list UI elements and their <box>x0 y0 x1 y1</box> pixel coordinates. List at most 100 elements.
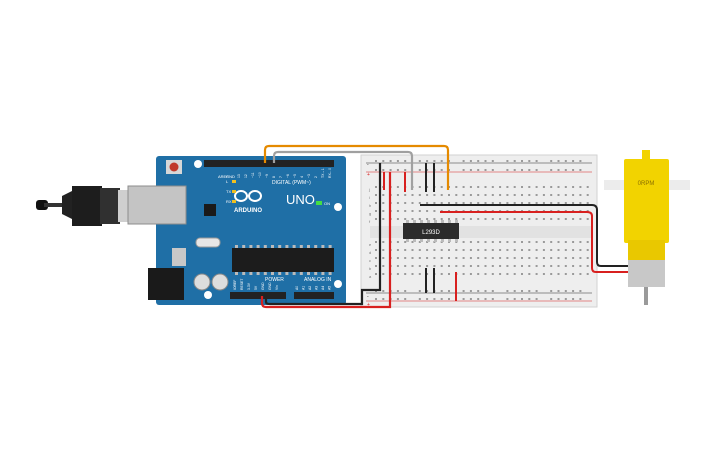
breadboard-hole[interactable] <box>418 257 421 259</box>
breadboard-hole[interactable] <box>469 241 472 243</box>
breadboard-hole[interactable] <box>542 194 545 196</box>
breadboard-hole[interactable] <box>426 210 429 212</box>
breadboard-hole[interactable] <box>469 273 472 275</box>
breadboard-hole[interactable] <box>550 194 553 196</box>
breadboard-hole[interactable] <box>375 218 377 220</box>
breadboard-hole[interactable] <box>491 218 494 220</box>
rail-hole[interactable] <box>491 298 494 300</box>
breadboard-hole[interactable] <box>572 265 575 267</box>
breadboard-hole[interactable] <box>491 241 494 243</box>
rail-hole[interactable] <box>433 160 436 162</box>
rail-hole[interactable] <box>389 160 392 162</box>
analog-header[interactable] <box>294 292 334 299</box>
breadboard-hole[interactable] <box>550 241 553 243</box>
breadboard-hole[interactable] <box>506 265 509 267</box>
breadboard-hole[interactable] <box>535 241 538 243</box>
breadboard-hole[interactable] <box>528 257 531 259</box>
power-header[interactable] <box>230 292 286 299</box>
rail-hole[interactable] <box>418 298 421 300</box>
breadboard-hole[interactable] <box>375 249 377 251</box>
rail-hole[interactable] <box>382 169 385 171</box>
breadboard-hole[interactable] <box>477 202 480 204</box>
rail-hole[interactable] <box>506 298 509 300</box>
breadboard-hole[interactable] <box>521 218 523 220</box>
breadboard-hole[interactable] <box>506 194 509 196</box>
breadboard-hole[interactable] <box>404 218 407 220</box>
breadboard-hole[interactable] <box>491 202 494 204</box>
breadboard-hole[interactable] <box>535 249 538 251</box>
breadboard-hole[interactable] <box>477 265 480 267</box>
rail-hole[interactable] <box>579 290 582 292</box>
breadboard-hole[interactable] <box>579 249 582 251</box>
breadboard-hole[interactable] <box>586 273 589 275</box>
rail-hole[interactable] <box>535 290 538 292</box>
breadboard-hole[interactable] <box>440 186 443 188</box>
breadboard-hole[interactable] <box>418 186 421 188</box>
breadboard-hole[interactable] <box>528 273 531 275</box>
breadboard-hole[interactable] <box>572 186 575 188</box>
breadboard-hole[interactable] <box>484 273 487 275</box>
breadboard-hole[interactable] <box>535 265 538 267</box>
breadboard-hole[interactable] <box>484 186 487 188</box>
breadboard-hole[interactable] <box>586 257 589 259</box>
breadboard-hole[interactable] <box>396 273 399 275</box>
breadboard-hole[interactable] <box>506 186 509 188</box>
breadboard-hole[interactable] <box>564 265 567 267</box>
rail-hole[interactable] <box>462 160 465 162</box>
rail-hole[interactable] <box>404 160 407 162</box>
breadboard-hole[interactable] <box>564 257 567 259</box>
breadboard-hole[interactable] <box>579 194 582 196</box>
breadboard[interactable]: + - - + j i h g f e d c b a <box>360 154 598 308</box>
breadboard-hole[interactable] <box>557 249 560 251</box>
breadboard-hole[interactable] <box>469 202 472 204</box>
breadboard-hole[interactable] <box>404 265 407 267</box>
rail-hole[interactable] <box>375 160 377 162</box>
breadboard-hole[interactable] <box>564 273 567 275</box>
breadboard-hole[interactable] <box>572 218 575 220</box>
rail-hole[interactable] <box>448 298 450 300</box>
breadboard-hole[interactable] <box>542 218 545 220</box>
rail-hole[interactable] <box>418 290 421 292</box>
rail-hole[interactable] <box>564 298 567 300</box>
rail-hole[interactable] <box>572 160 575 162</box>
breadboard-hole[interactable] <box>411 194 414 196</box>
breadboard-hole[interactable] <box>375 241 377 243</box>
breadboard-hole[interactable] <box>572 194 575 196</box>
breadboard-hole[interactable] <box>440 257 443 259</box>
breadboard-hole[interactable] <box>557 257 560 259</box>
breadboard-hole[interactable] <box>557 273 560 275</box>
breadboard-hole[interactable] <box>499 202 502 204</box>
breadboard-hole[interactable] <box>433 257 436 259</box>
rail-hole[interactable] <box>506 160 509 162</box>
breadboard-hole[interactable] <box>477 218 480 220</box>
breadboard-hole[interactable] <box>513 257 516 259</box>
breadboard-hole[interactable] <box>513 249 516 251</box>
breadboard-hole[interactable] <box>448 273 450 275</box>
rail-hole[interactable] <box>557 298 560 300</box>
breadboard-hole[interactable] <box>433 194 436 196</box>
breadboard-hole[interactable] <box>564 194 567 196</box>
breadboard-hole[interactable] <box>477 241 480 243</box>
rail-hole[interactable] <box>579 160 582 162</box>
breadboard-hole[interactable] <box>528 218 531 220</box>
rail-hole[interactable] <box>535 160 538 162</box>
breadboard-hole[interactable] <box>491 249 494 251</box>
breadboard-hole[interactable] <box>477 273 480 275</box>
breadboard-hole[interactable] <box>499 273 502 275</box>
rail-hole[interactable] <box>513 160 516 162</box>
wire-black-motor[interactable] <box>591 204 630 267</box>
breadboard-hole[interactable] <box>564 218 567 220</box>
rail-hole[interactable] <box>564 160 567 162</box>
rail-hole[interactable] <box>550 298 553 300</box>
breadboard-hole[interactable] <box>375 210 377 212</box>
breadboard-hole[interactable] <box>513 194 516 196</box>
rail-hole[interactable] <box>491 160 494 162</box>
breadboard-hole[interactable] <box>586 210 589 212</box>
breadboard-hole[interactable] <box>411 257 414 259</box>
breadboard-hole[interactable] <box>528 186 531 188</box>
breadboard-hole[interactable] <box>440 218 443 220</box>
breadboard-hole[interactable] <box>499 257 502 259</box>
rail-hole[interactable] <box>396 290 399 292</box>
breadboard-hole[interactable] <box>455 265 458 267</box>
rail-hole[interactable] <box>382 298 385 300</box>
